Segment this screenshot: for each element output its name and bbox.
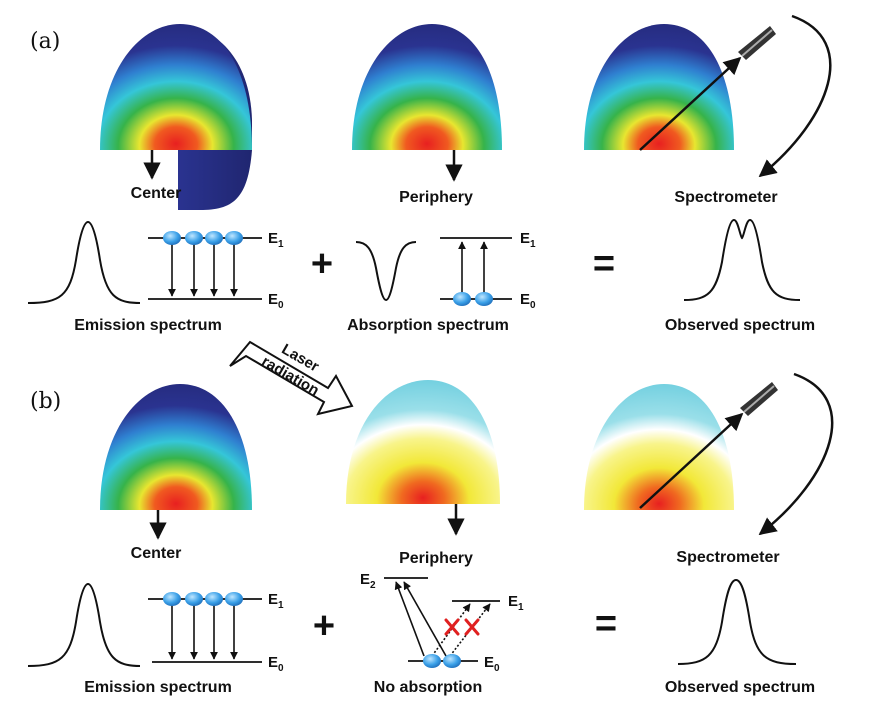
emission-curve-a: [27, 220, 141, 304]
level-e0-a-sub: 0: [278, 300, 284, 311]
level-e1-a: E1: [268, 230, 284, 250]
label-spectrometer-a: Spectrometer: [674, 189, 777, 206]
panel-b-label: (b): [30, 389, 61, 414]
level-e1-a-letter: E: [268, 230, 278, 247]
level-e0-a-letter: E: [268, 291, 278, 308]
level-e0-a: E0: [268, 291, 284, 311]
level-e1-a2-sub: 1: [530, 239, 536, 250]
level-e0-b-letter: E: [268, 654, 278, 671]
emission-levels-b: [148, 592, 262, 663]
plus-a: +: [311, 243, 333, 285]
level-e1-b-letter: E: [268, 591, 278, 608]
label-spectrometer-b: Spectrometer: [676, 549, 779, 566]
emission-curve-b: [27, 582, 141, 667]
equals-a: =: [593, 243, 615, 285]
plasma-dome-b-observed: [584, 384, 734, 510]
label-absorption-b: No absorption: [374, 679, 482, 696]
level-e2-b-letter: E: [360, 571, 370, 588]
absorption-curve-a: [355, 241, 417, 302]
emission-levels-a: [148, 231, 262, 300]
spectrometer-probe-a: [738, 26, 776, 60]
level-e1-b: E1: [268, 591, 284, 611]
panel-a-label: (a): [30, 29, 60, 54]
level-e0-a2-sub: 0: [530, 300, 536, 311]
level-e2-b: E2: [360, 571, 376, 591]
level-e0-a2-letter: E: [520, 291, 530, 308]
level-e0-b2-sub: 0: [494, 663, 500, 674]
label-emission-b: Emission spectrum: [84, 679, 232, 696]
observed-curve-b: [677, 578, 797, 665]
plasma-dome-b-center: [100, 384, 252, 510]
level-e0-a2: E0: [520, 291, 536, 311]
level-e1-b2: E1: [508, 593, 524, 613]
label-periphery-a: Periphery: [399, 189, 473, 206]
plus-b: +: [313, 605, 335, 647]
level-e1-b-sub: 1: [278, 600, 284, 611]
plasma-dome-a-periphery: [352, 24, 502, 150]
laser-radiation-arrow: Laser radiation: [229, 340, 354, 416]
level-e1-a-sub: 1: [278, 239, 284, 250]
cross-mark-1: [444, 618, 460, 636]
plasma-dome-a-center: [100, 24, 252, 210]
spectrometer-probe-b: [740, 382, 778, 416]
level-e0-b-sub: 0: [278, 663, 284, 674]
arrow-to-spectrometer-b: [639, 412, 744, 509]
level-e1-a2-letter: E: [520, 230, 530, 247]
label-center-b: Center: [131, 545, 182, 562]
label-periphery-b: Periphery: [399, 550, 473, 567]
level-e1-a2: E1: [520, 230, 536, 250]
level-e1-b2-letter: E: [508, 593, 518, 610]
no-absorption-levels: [384, 577, 500, 668]
observed-curve-a: [683, 218, 801, 301]
level-e0-b2: E0: [484, 654, 500, 674]
arrow-to-spectrometer-a: [639, 56, 742, 151]
label-center-a: Center: [131, 185, 182, 202]
level-e1-b2-sub: 1: [518, 602, 524, 613]
plasma-dome-b-periphery: [346, 380, 500, 504]
absorption-levels-a: [440, 237, 512, 306]
equals-b: =: [595, 603, 617, 645]
fiber-arrow-b: [758, 372, 834, 536]
label-emission-a: Emission spectrum: [74, 317, 222, 334]
label-absorption-a: Absorption spectrum: [347, 317, 509, 334]
fiber-arrow-a: [758, 14, 832, 178]
label-observed-a: Observed spectrum: [665, 317, 815, 334]
level-e2-b-sub: 2: [370, 580, 376, 591]
label-observed-b: Observed spectrum: [665, 679, 815, 696]
level-e0-b: E0: [268, 654, 284, 674]
cross-mark-2: [464, 618, 480, 636]
level-e0-b2-letter: E: [484, 654, 494, 671]
plasma-dome-a-observed: [584, 24, 734, 150]
